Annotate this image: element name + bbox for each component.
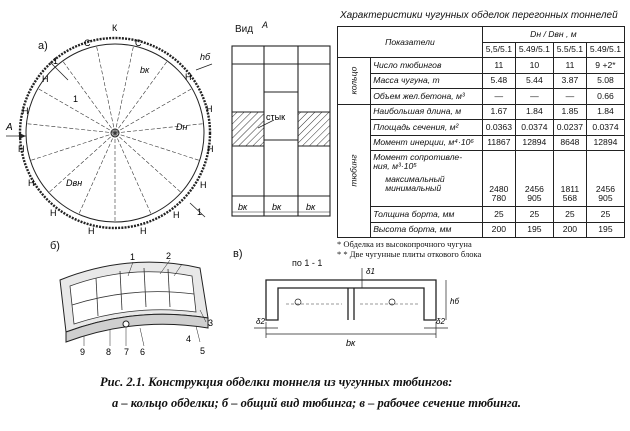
- view-dim-2: bк: [272, 202, 282, 212]
- ring-joint-line: [114, 45, 134, 134]
- table-row: Момент сопротивле- ния, м³·10⁵ максималь…: [338, 150, 626, 207]
- h-letter-12: Н: [185, 72, 192, 82]
- ring-joint-line: [114, 132, 152, 215]
- tubing-number-4: 4: [186, 334, 191, 344]
- tubing-number-2: 2: [166, 251, 171, 261]
- tubing-number-1: 1: [130, 252, 135, 262]
- h-letter-4: Н: [28, 178, 35, 188]
- table-row: тюбинг Наибольшая длина, м 1.67 1.84 1.8…: [336, 103, 626, 238]
- ring-joint-line: [114, 132, 200, 161]
- tubing-number-9: 9: [80, 347, 85, 357]
- header-param: Показатели: [337, 26, 483, 58]
- view-a-drawing: стык bк bк bк: [231, 45, 331, 217]
- tubing-drawing: 1 2 3 4 5 6 7 8 9: [59, 251, 213, 357]
- tubing-number-5: 5: [200, 346, 205, 356]
- ring-joint-line: [114, 60, 168, 134]
- col-4: 5.49/5.1: [585, 41, 626, 58]
- ring-joint-line: [114, 132, 182, 193]
- dim-hb: hб: [200, 52, 211, 62]
- table-title: Характеристики чугунных обделок перегонн…: [340, 10, 618, 21]
- col-3: 5.5/5.1: [552, 41, 587, 58]
- section-title: по 1 - 1: [292, 258, 323, 268]
- table-row: Масса чугуна, т 5.48 5.44 3.87 5.08: [338, 72, 626, 89]
- c-letter-1: С: [84, 38, 91, 48]
- tubing-number-3: 3: [208, 318, 213, 328]
- characteristics-table: Показатели Dн / Dвн , м 5,5/5.1 5.49/5.1…: [336, 26, 626, 238]
- view-label: Вид: [235, 24, 254, 35]
- h-letter-9: Н: [200, 180, 207, 190]
- ring-joint-line: [114, 88, 193, 134]
- label-b: б): [50, 240, 60, 252]
- ring-joint-line: [26, 123, 116, 134]
- view-dim-3: bк: [306, 202, 316, 212]
- joint-label: стык: [266, 112, 285, 122]
- section-delta2-right: δ2: [436, 317, 445, 326]
- h-letter-6: Н: [88, 226, 95, 236]
- mark-1-left: 1: [73, 94, 78, 104]
- ring-joint-line: [62, 60, 116, 134]
- h-letter-10: Н: [207, 144, 214, 154]
- ring-joint-line: [96, 45, 116, 134]
- label-a: а): [38, 40, 48, 52]
- h-letter-5: Н: [50, 208, 57, 218]
- dim-dn: Dн: [176, 122, 187, 132]
- table-row: Толщина борта, мм 25 25 25 25: [338, 206, 626, 223]
- ring-joint-line: [78, 132, 116, 215]
- table-row: Высота борта, мм 200 195 200 195: [338, 221, 626, 238]
- label-v: в): [233, 248, 243, 260]
- caption-line-2: а – кольцо обделки; б – общий вид тюбинг…: [112, 396, 522, 410]
- view-mark: A: [262, 20, 269, 30]
- section-drawing: δ1 δ2 δ2 hб bк: [254, 267, 459, 348]
- caption-line-1: Рис. 2.1. Конструкция обделки тоннеля из…: [100, 375, 453, 389]
- h-letter-3: Н: [18, 144, 25, 154]
- h-letter-2: Н: [22, 106, 29, 116]
- table-row: кольцо Число тюбингов 11 10 11 9 +2*: [336, 57, 626, 105]
- group-ring: кольцо: [336, 57, 372, 105]
- h-letter-11: Н: [206, 104, 213, 114]
- tubing-number-7: 7: [124, 347, 129, 357]
- arrow-a-label: A: [5, 122, 13, 133]
- dim-dvn: Dвн: [66, 178, 82, 188]
- top-letter-k: К: [112, 23, 118, 33]
- ring-joint-line: [30, 132, 116, 161]
- table-row: Момент инерции, м⁴·10⁶ 11867 12894 8648 …: [338, 134, 626, 151]
- mark-1-top: 1: [53, 56, 58, 66]
- dim-bk: bк: [140, 65, 150, 75]
- group-tubing: тюбинг: [336, 103, 372, 238]
- h-letter-1: Н: [42, 74, 49, 84]
- table-row: Объем жел.бетона, м³ — — — 0.66: [338, 88, 626, 105]
- section-hb: hб: [450, 297, 459, 306]
- mark-1-bottom: 1: [197, 207, 202, 217]
- h-letter-8: Н: [173, 210, 180, 220]
- section-delta2-left: δ2: [256, 317, 265, 326]
- h-letter-7: Н: [140, 226, 147, 236]
- c-letter-2: С: [135, 38, 142, 48]
- ring-joint-line: [37, 88, 116, 134]
- tubing-number-6: 6: [140, 347, 145, 357]
- section-bk: bк: [346, 338, 356, 348]
- ring-joint-line: [114, 123, 204, 134]
- col-2: 5.49/5.1: [514, 41, 554, 58]
- section-delta1: δ1: [366, 267, 375, 276]
- header-dim: Dн / Dвн , м: [481, 26, 626, 43]
- col-1: 5,5/5.1: [481, 41, 516, 58]
- table-notes: * Обделка из высокопрочного чугуна * * Д…: [337, 239, 482, 259]
- ring-drawing: A К С С 1 1 1 Н Н Н Н Н Н Н Н Н Н Н Н bк…: [5, 23, 214, 236]
- ring-joint-line: [48, 132, 116, 193]
- table-row: Площадь сечения, м² 0.0363 0.0374 0.0237…: [338, 119, 626, 136]
- tubing-number-8: 8: [106, 347, 111, 357]
- view-dim-1: bк: [238, 202, 248, 212]
